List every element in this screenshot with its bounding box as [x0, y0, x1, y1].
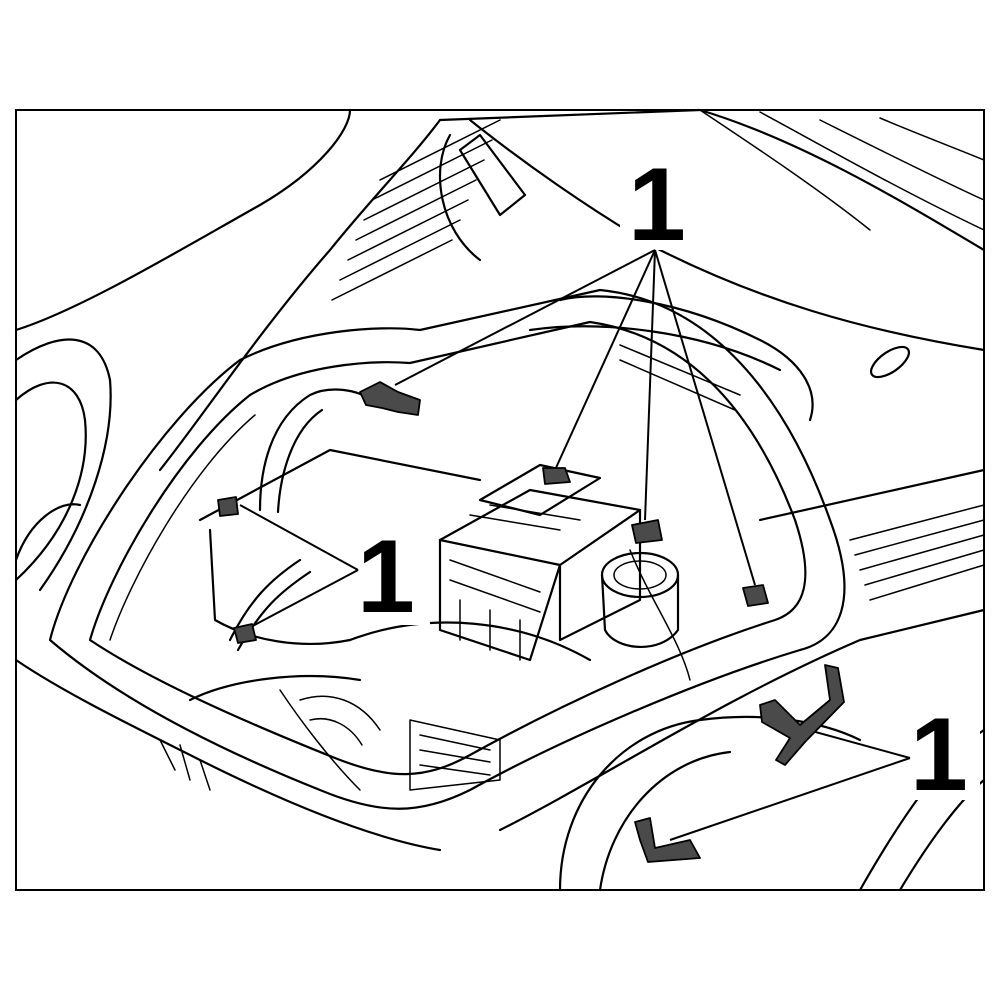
callout-label: 1: [910, 697, 968, 813]
callout-label: 1: [357, 519, 415, 635]
wiring-harness-clip: [217, 496, 239, 517]
wiring-harness-clip: [742, 584, 769, 607]
wiring-harness-clip: [631, 519, 663, 544]
callout-mask: [350, 525, 430, 625]
harness-clips: [217, 381, 845, 863]
wiring-harness-clip: [759, 664, 845, 766]
wiring-harness-clip: [359, 381, 421, 416]
wiring-harness-clip: [542, 467, 571, 485]
callout-mask: [905, 700, 980, 800]
leader-lines: [239, 249, 911, 841]
callout-label: 1: [628, 147, 686, 263]
wiring-harness-clip: [634, 817, 701, 863]
car-body-drawing: [14, 108, 986, 892]
callout-mask: [620, 150, 700, 250]
wiring-harness-clip: [233, 623, 257, 644]
callouts: 1 1 1: [357, 147, 968, 813]
